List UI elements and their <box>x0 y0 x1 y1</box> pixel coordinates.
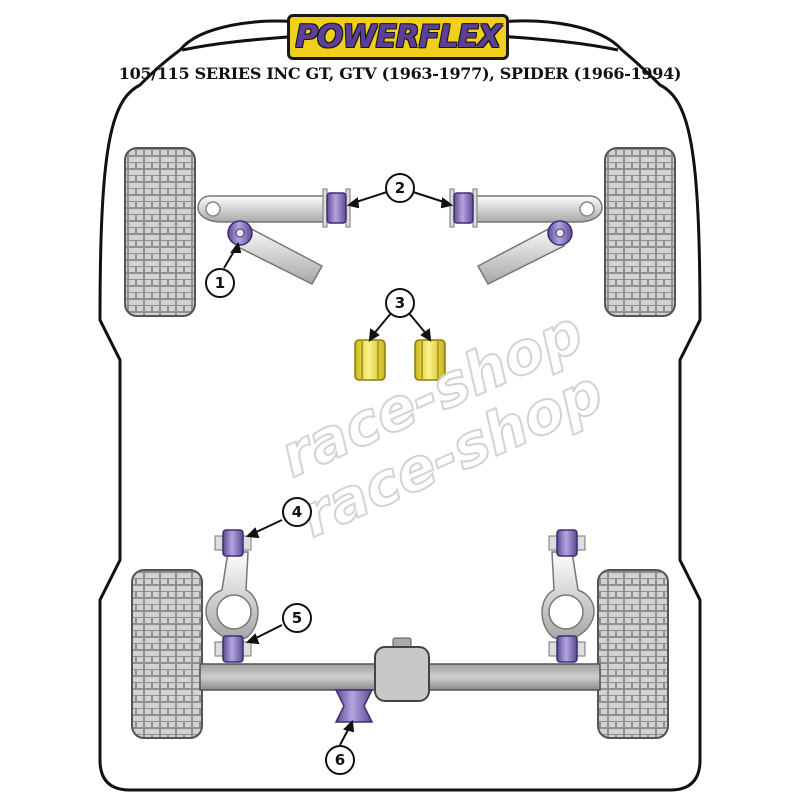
callout-1: 1 <box>205 268 235 298</box>
brand-logo-text: POWERFLEX <box>295 19 501 55</box>
bush-1-front-lower-pivot <box>227 220 253 246</box>
callout-2: 2 <box>385 173 415 203</box>
bush-4-left <box>214 529 252 557</box>
rear-right-tyre <box>597 569 669 739</box>
bush-front-right-lower-pivot <box>547 220 573 246</box>
front-right-upper-arm <box>469 195 603 223</box>
callout-6: 6 <box>325 745 355 775</box>
bush-4-right <box>548 529 586 557</box>
front-left-upper-arm <box>197 195 331 223</box>
brand-logo: POWERFLEX <box>287 14 509 60</box>
callout-4: 4 <box>282 497 312 527</box>
bush-2-right <box>449 188 478 228</box>
front-right-tyre <box>604 147 676 317</box>
callout-3: 3 <box>385 288 415 318</box>
differential-housing <box>374 637 430 702</box>
bush-3-right <box>414 339 446 381</box>
bush-5-right <box>548 635 586 663</box>
front-left-tyre <box>124 147 196 317</box>
vehicle-model-title: 105/115 SERIES INC GT, GTV (1963-1977), … <box>118 64 682 83</box>
rear-left-tyre <box>131 569 203 739</box>
callout-5: 5 <box>282 603 312 633</box>
bush-6-diff-mount <box>334 689 374 723</box>
leader-lines <box>223 191 454 746</box>
car-body-outline <box>98 19 702 792</box>
bush-5-left <box>214 635 252 663</box>
bush-3-left <box>354 339 386 381</box>
bush-2-left <box>322 188 351 228</box>
